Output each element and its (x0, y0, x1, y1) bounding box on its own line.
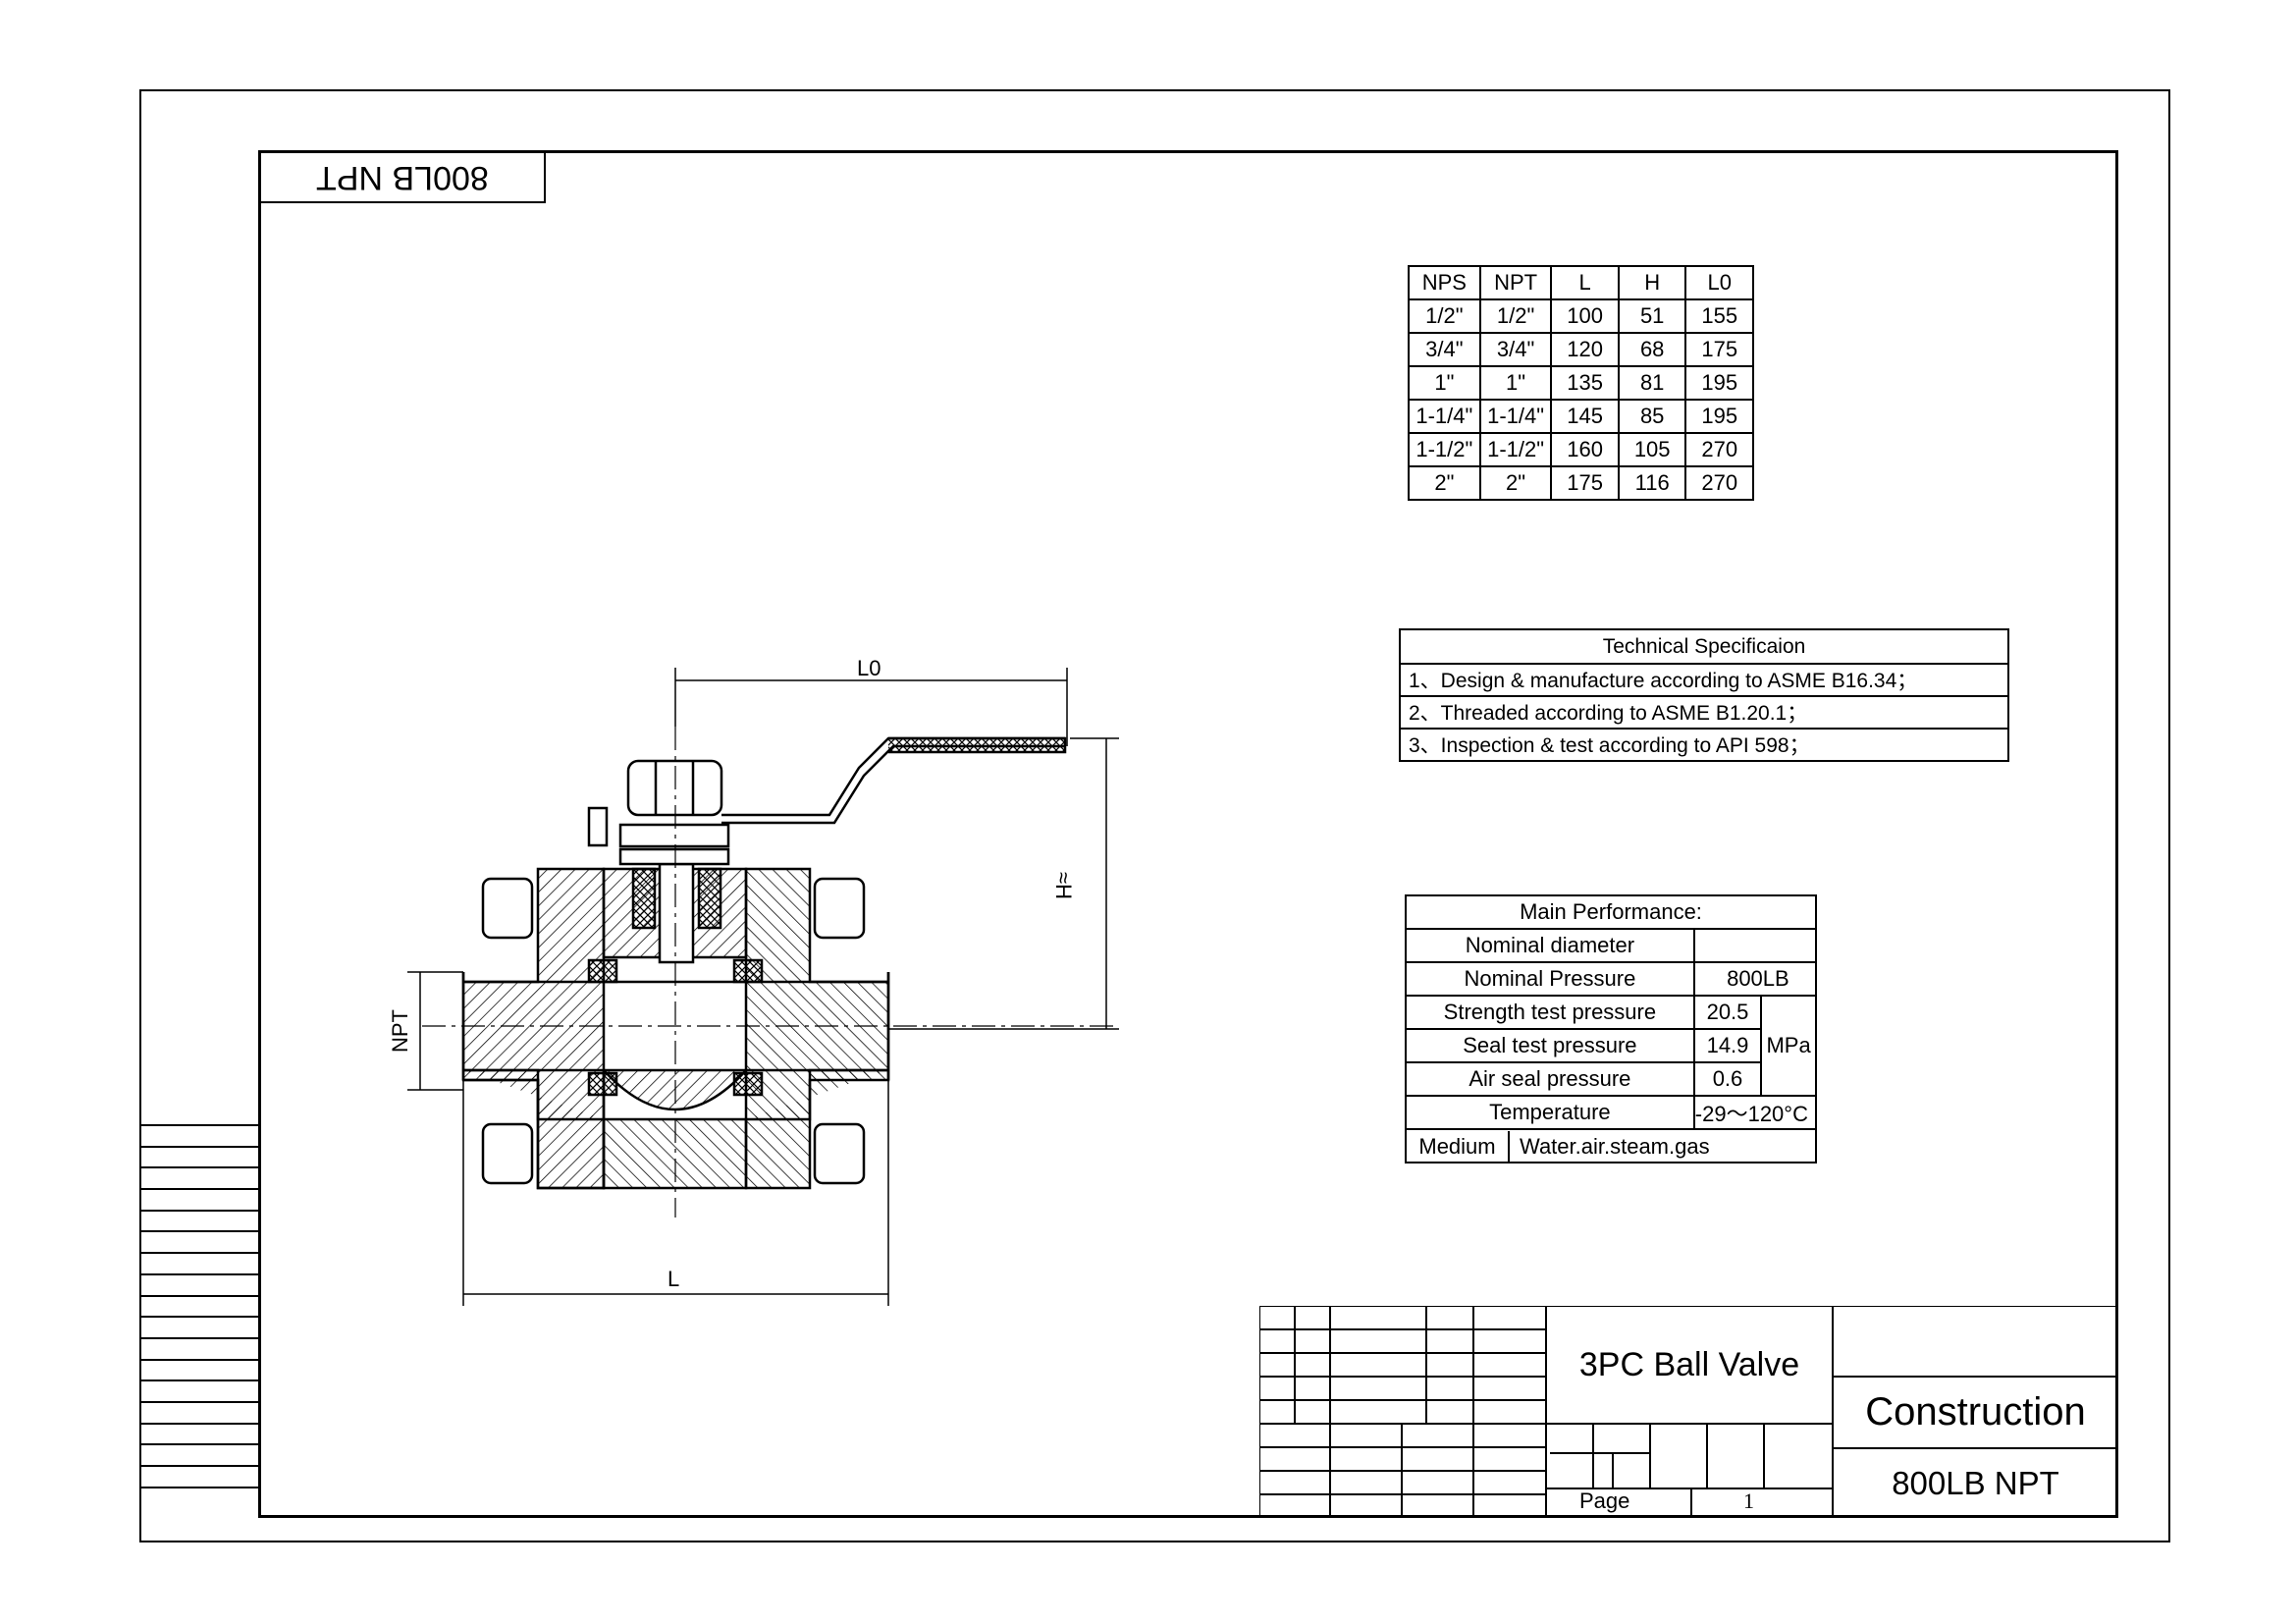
left-margin-strip (139, 1124, 258, 1518)
revision-label-box: 800LB NPT (258, 150, 546, 203)
table-header: H (1617, 265, 1687, 300)
drawing-inner-frame (258, 150, 2118, 1518)
product-title: 3PC Ball Valve (1578, 1345, 1800, 1383)
title-block-grid (1259, 1306, 2118, 1518)
table-header: L (1550, 265, 1620, 300)
drawing-outer-frame (139, 89, 2170, 1542)
model-label: 800LB NPT (1892, 1464, 2059, 1501)
dimension-npt: NPT (388, 1009, 412, 1053)
table-header: L0 (1684, 265, 1754, 300)
technical-spec-item: 3、Inspection & test according to API 598… (1401, 728, 2007, 760)
main-performance-table: Main Performance: Nominal diameter Nomin… (1405, 894, 1818, 1163)
dimension-l: L (667, 1267, 680, 1291)
table-header: NPS (1408, 265, 1481, 300)
medium-label: Medium (1407, 1130, 1510, 1162)
technical-spec-box: Technical Specificaion 1、Design & manufa… (1399, 628, 2009, 762)
dimension-h: ≈H (1051, 872, 1076, 899)
page-number: 1 (1743, 1488, 1754, 1513)
dimension-l0: L0 (857, 656, 881, 680)
pressure-unit: MPa (1760, 995, 1817, 1097)
medium-value: Water.air.steam.gas (1520, 1133, 1710, 1159)
page-label: Page (1579, 1488, 1630, 1513)
performance-title: Main Performance: (1405, 894, 1817, 930)
table-header: NPT (1478, 265, 1553, 300)
drawing-type: Construction (1865, 1390, 2086, 1434)
technical-spec-title: Technical Specificaion (1602, 635, 1806, 658)
table-header-row: NPS NPT L H L0 (1408, 265, 1754, 300)
technical-spec-item: 1、Design & manufacture according to ASME… (1401, 663, 2007, 695)
technical-spec-item: 2、Threaded according to ASME B1.20.1； (1401, 695, 2007, 728)
